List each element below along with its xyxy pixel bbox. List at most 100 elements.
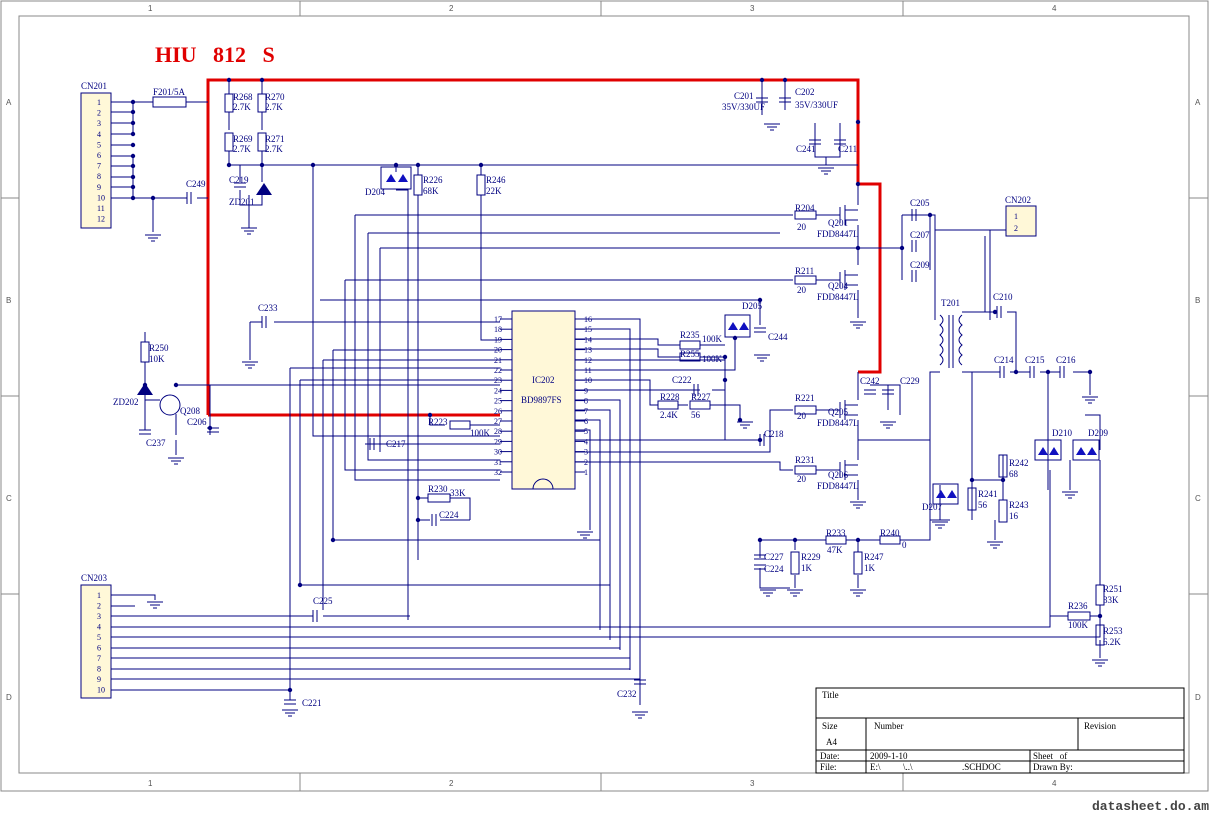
label-r230: R230	[428, 484, 448, 494]
junction-dot	[855, 181, 861, 187]
label-c224b: C224	[764, 564, 784, 574]
label-r253: R253	[1103, 626, 1123, 636]
col-label: 2	[449, 779, 454, 788]
ground-icon	[145, 234, 161, 242]
junction-dot	[992, 309, 998, 315]
ic-pin-number: 32	[494, 468, 502, 477]
part-q206: FDD8447L	[817, 481, 859, 491]
label-c233: C233	[258, 303, 278, 313]
title-block-drawn-label: Drawn By:	[1033, 762, 1073, 772]
row-label: A	[6, 98, 12, 107]
ground-icon	[147, 601, 163, 609]
label-c237: C237	[146, 438, 166, 448]
col-label: 1	[148, 779, 153, 788]
label-q206: Q206	[828, 470, 848, 480]
cn203-pin: 7	[97, 654, 101, 663]
ic-pin-number: 23	[494, 376, 502, 385]
part-q204: FDD8447L	[817, 292, 859, 302]
label-q208: Q208	[180, 406, 200, 416]
label-c211: C211	[838, 144, 857, 154]
label-c217: C217	[386, 439, 406, 449]
label-r255: R255	[680, 349, 700, 359]
label-r204: R204	[795, 203, 815, 213]
part-q205: FDD8447L	[817, 418, 859, 428]
label-c214: C214	[994, 355, 1014, 365]
row-label: D	[6, 693, 12, 702]
junction-dot	[757, 297, 763, 303]
ground-icon	[850, 589, 866, 597]
cn201-pin: 1	[97, 98, 101, 107]
title-block-size-label: Size	[822, 721, 838, 731]
label-r270: R270	[265, 92, 285, 102]
value-r240: 0	[902, 540, 907, 550]
junction-dot	[150, 195, 156, 201]
junction-dot	[1087, 369, 1093, 375]
label-r250: R250	[149, 343, 169, 353]
col-label: 3	[750, 779, 755, 788]
label-r211: R211	[795, 266, 814, 276]
value-r243: 16	[1009, 511, 1019, 521]
value-r235: 100K	[702, 334, 723, 344]
value-r223: 100K	[470, 428, 491, 438]
title-block: Title Size A4 Number Revision Date: 2009…	[815, 687, 1185, 774]
junction-dot	[759, 77, 765, 83]
value-r236: 100K	[1068, 620, 1089, 630]
connector-cn202: CN202 1 2	[1005, 195, 1037, 237]
row-label: D	[1195, 693, 1201, 702]
ic-pin-number: 22	[494, 366, 502, 375]
label-c205: C205	[910, 198, 930, 208]
label-c225: C225	[313, 596, 333, 606]
components	[137, 93, 1105, 705]
ground-icon	[850, 321, 866, 329]
value-c201: 35V/330UF	[722, 102, 765, 112]
cn201-pin: 3	[97, 119, 101, 128]
junction-dot	[1045, 369, 1051, 375]
junction-dot	[130, 174, 136, 180]
ic-pin-number: 29	[494, 437, 502, 446]
junction-dot	[173, 382, 179, 388]
row-label: C	[1195, 494, 1201, 503]
cn201-pin: 2	[97, 109, 101, 118]
ground-icon	[932, 521, 948, 529]
row-label: A	[1195, 98, 1201, 107]
label-c222: C222	[672, 375, 692, 385]
ground-icon	[850, 501, 866, 509]
ic-pin-number: 24	[494, 386, 502, 395]
junction-dot	[1000, 477, 1006, 483]
cn203-pin: 9	[97, 675, 101, 684]
ground-icon	[1082, 396, 1098, 404]
title-block-size-value: A4	[826, 737, 837, 747]
title-block-title-label: Title	[822, 690, 839, 700]
col-label: 4	[1052, 4, 1057, 13]
label-r228: R228	[660, 392, 680, 402]
label-r227: R227	[691, 392, 711, 402]
label-t201: T201	[941, 298, 960, 308]
junction-dot	[855, 537, 861, 543]
label-r243: R243	[1009, 500, 1029, 510]
junction-dot	[330, 537, 336, 543]
junction-dot	[899, 245, 905, 251]
cn202-pin: 1	[1014, 212, 1018, 221]
label-c241: C241	[796, 144, 816, 154]
cn201-label: CN201	[81, 81, 107, 91]
value-r253: 6.2K	[1103, 637, 1121, 647]
sheet-frame: 1 2 3 4 1 2 3 4 A B C D A B C D	[0, 0, 1209, 792]
label-c229: C229	[900, 376, 920, 386]
ground-icon	[760, 589, 776, 597]
label-r223: R223	[428, 417, 448, 427]
title-block-file-ext: .SCHDOC	[962, 762, 1001, 772]
label-r233: R233	[826, 528, 846, 538]
ground-icon	[787, 589, 803, 597]
label-r226: R226	[423, 175, 443, 185]
label-d210: D210	[1052, 428, 1072, 438]
label-r242: R242	[1009, 458, 1029, 468]
ic-pin-number: 5	[584, 427, 588, 436]
junction-dot	[732, 335, 738, 341]
value-r242: 68	[1009, 469, 1019, 479]
junction-dot	[1013, 369, 1019, 375]
junction-dot	[415, 495, 421, 501]
junction-dot	[226, 162, 232, 168]
label-q201: Q201	[828, 218, 848, 228]
junction-dot	[415, 162, 421, 168]
ic-pin-number: 17	[494, 315, 502, 324]
